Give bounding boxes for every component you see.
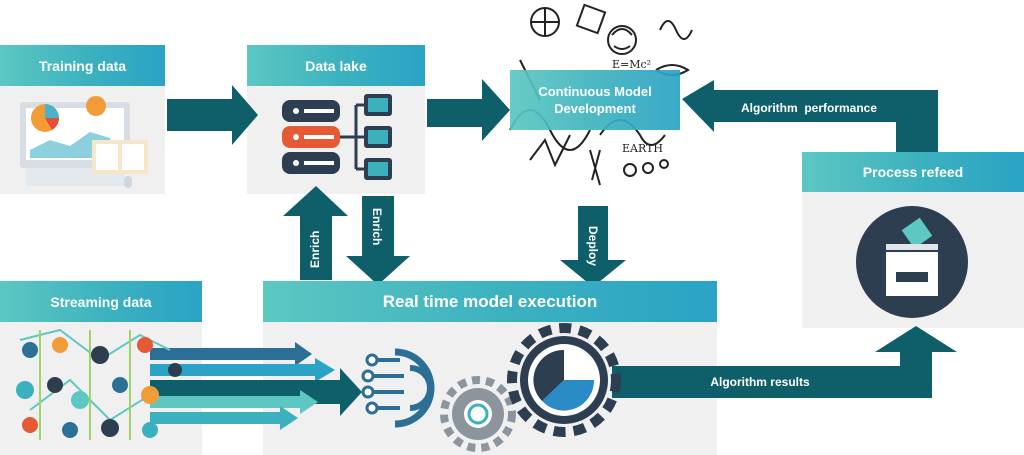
arrow-enrich-up bbox=[283, 186, 348, 280]
enrich-down-label: Enrich bbox=[370, 208, 384, 246]
streaming-arrows bbox=[150, 342, 362, 430]
arrow-training-to-datalake bbox=[167, 85, 258, 145]
streaming-data-header: Streaming data bbox=[0, 281, 202, 322]
deploy-label: Deploy bbox=[586, 226, 600, 267]
svg-text:EARTH: EARTH bbox=[622, 142, 663, 155]
database-icon bbox=[282, 94, 392, 180]
training-data-illustration bbox=[20, 96, 148, 188]
small-gear-icon bbox=[440, 376, 516, 452]
streaming-network-illustration bbox=[16, 328, 182, 440]
algorithm-performance-label: Algorithm performance bbox=[740, 101, 878, 115]
real-time-model-execution-header: Real time model execution bbox=[263, 281, 717, 322]
training-data-header: Training data bbox=[0, 45, 165, 86]
continuous-model-development-box: Continuous Model Development bbox=[510, 70, 680, 130]
ballot-box-icon bbox=[856, 206, 968, 318]
svg-text:E=Mc²: E=Mc² bbox=[612, 58, 651, 71]
arrow-algorithm-performance bbox=[682, 80, 938, 152]
arrow-deploy bbox=[560, 206, 626, 287]
arrow-enrich-down bbox=[346, 196, 410, 285]
circuit-gear-icon bbox=[361, 348, 435, 428]
large-gear-pie-icon bbox=[507, 323, 621, 437]
data-lake-header: Data lake bbox=[247, 45, 425, 86]
enrich-up-label: Enrich bbox=[308, 230, 322, 268]
arrow-algorithm-results bbox=[612, 326, 957, 398]
arrow-datalake-to-cmd bbox=[427, 79, 510, 141]
process-refeed-header: Process refeed bbox=[802, 152, 1024, 192]
algorithm-results-label: Algorithm results bbox=[710, 375, 810, 389]
